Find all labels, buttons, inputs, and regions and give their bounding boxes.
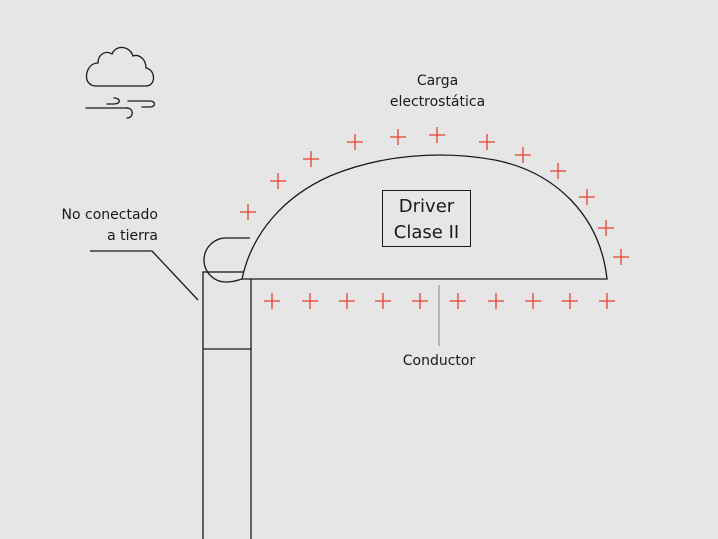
- plus-icon: [303, 151, 319, 167]
- charge-label-line1: Carga: [416, 73, 459, 89]
- not-grounded-line2: a tierra: [107, 228, 158, 244]
- cloud-wind-icon: [85, 46, 156, 119]
- plus-icon: [412, 293, 428, 309]
- plus-icon: [390, 129, 406, 145]
- plus-icon: [579, 189, 595, 205]
- plus-icon: [599, 293, 615, 309]
- driver-box: Driver Clase II: [382, 190, 471, 247]
- plus-icon: [598, 220, 614, 236]
- plus-icon: [429, 127, 445, 143]
- driver-label-line1: Driver: [398, 196, 455, 217]
- plus-icon: [270, 173, 286, 189]
- plus-icon: [302, 293, 318, 309]
- plus-icon: [479, 134, 495, 150]
- plus-icon: [264, 293, 280, 309]
- plus-icon: [515, 147, 531, 163]
- pole-elbow: [203, 237, 250, 283]
- not-grounded-leader-diagonal: [151, 250, 199, 301]
- driver-label-line2: Clase II: [393, 222, 460, 243]
- plus-icon: [450, 293, 466, 309]
- charge-label-line2: electrostática: [389, 94, 486, 110]
- plus-icon: [488, 293, 504, 309]
- plus-icon: [525, 293, 541, 309]
- plus-icon: [240, 204, 256, 220]
- conductor-label: Conductor: [402, 353, 476, 369]
- not-grounded-label: No conectado a tierra: [48, 205, 158, 247]
- not-grounded-line1: No conectado: [61, 207, 158, 223]
- plus-icon: [613, 249, 629, 265]
- plus-icon: [562, 293, 578, 309]
- charges: [240, 127, 629, 309]
- plus-icon: [550, 163, 566, 179]
- lamp-housing: [241, 154, 608, 280]
- charge-label: Carga electrostática: [370, 71, 505, 113]
- plus-icon: [375, 293, 391, 309]
- pole: [202, 271, 252, 539]
- plus-icon: [339, 293, 355, 309]
- plus-icon: [347, 134, 363, 150]
